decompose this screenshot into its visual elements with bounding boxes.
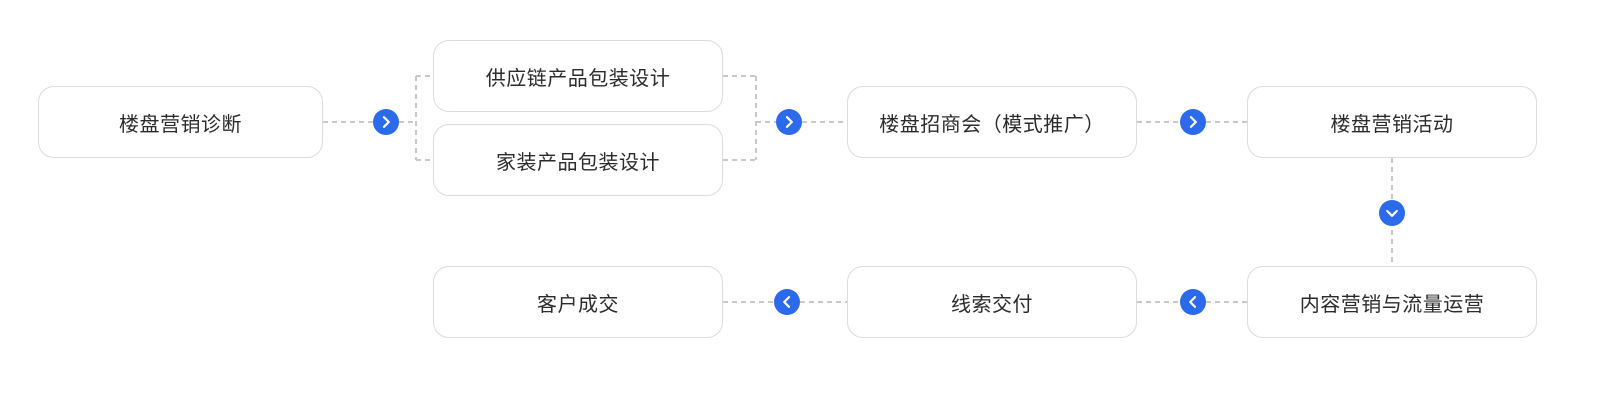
node-supply-chain-packaging[interactable]: 供应链产品包装设计	[433, 40, 723, 112]
connector-merge-top-branch	[723, 75, 755, 77]
connector-arrow-to-deal	[723, 301, 774, 303]
connector-arrow-to-leads	[1137, 301, 1180, 303]
chevron-right-icon	[373, 109, 399, 135]
node-label: 线索交付	[951, 293, 1033, 316]
connector-split-top-branch	[416, 75, 433, 77]
chevron-down-icon	[1379, 200, 1405, 226]
node-label: 内容营销与流量运营	[1299, 293, 1485, 316]
chevron-right-icon	[1180, 109, 1206, 135]
chevron-right-icon	[776, 109, 802, 135]
node-lead-delivery[interactable]: 线索交付	[847, 266, 1137, 338]
node-content-traffic-ops[interactable]: 内容营销与流量运营	[1247, 266, 1537, 338]
connector-split-vertical	[415, 76, 417, 160]
chevron-left-icon	[774, 289, 800, 315]
connector-arrow-to-activity	[1206, 121, 1247, 123]
node-marketing-activity[interactable]: 楼盘营销活动	[1247, 86, 1537, 158]
connector-split-inlet	[399, 121, 416, 123]
node-label: 客户成交	[537, 293, 619, 316]
connector-content-to-arrow	[1206, 301, 1247, 303]
connector-merge-vertical	[755, 76, 757, 160]
connector-diagnosis-to-split	[323, 121, 373, 123]
node-home-decor-packaging[interactable]: 家装产品包装设计	[433, 124, 723, 196]
chevron-left-icon	[1180, 289, 1206, 315]
node-label: 供应链产品包装设计	[485, 67, 671, 90]
connector-split-bottom-branch	[416, 159, 433, 161]
node-label: 家装产品包装设计	[496, 151, 660, 174]
node-label: 楼盘营销诊断	[119, 113, 242, 136]
connector-merge-bottom-branch	[723, 159, 755, 161]
connector-leads-to-arrow	[800, 301, 847, 303]
node-label: 楼盘招商会（模式推广）	[879, 113, 1105, 136]
connector-merge-outlet	[756, 121, 776, 123]
node-customer-deal[interactable]: 客户成交	[433, 266, 723, 338]
connector-to-investment-fair	[802, 121, 847, 123]
node-marketing-diagnosis[interactable]: 楼盘营销诊断	[38, 86, 323, 158]
node-label: 楼盘营销活动	[1330, 113, 1454, 136]
node-investment-fair[interactable]: 楼盘招商会（模式推广）	[847, 86, 1137, 158]
connector-fair-to-arrow	[1137, 121, 1180, 123]
